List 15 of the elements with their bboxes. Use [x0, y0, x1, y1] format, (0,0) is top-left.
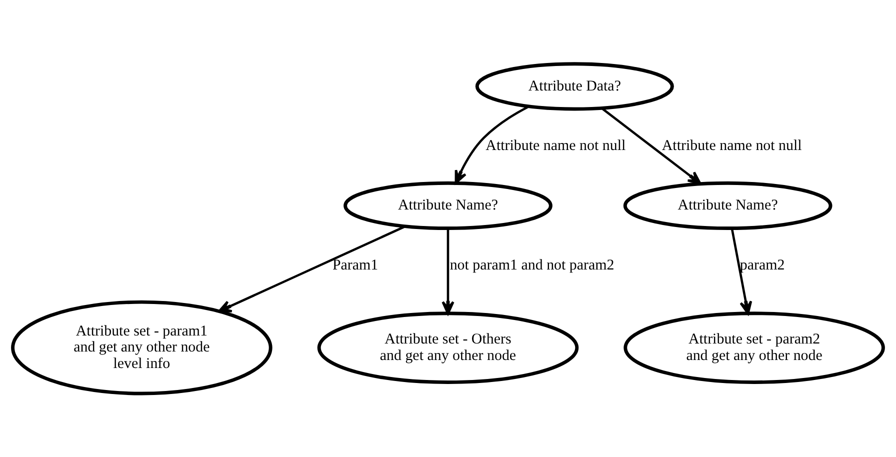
- arrow: [601, 108, 702, 185]
- edge-label: Param1: [332, 257, 378, 274]
- arrow: [442, 228, 454, 315]
- node-ellipse: Attribute set - Others and get any other node: [317, 312, 579, 384]
- arrow: [454, 106, 530, 184]
- edge-label: Attribute name not null: [662, 138, 802, 154]
- arrow: [218, 225, 406, 312]
- edge-label: param2: [740, 257, 785, 274]
- edge-label: Attribute name not null: [486, 138, 626, 154]
- node-ellipse: Attribute Name?: [623, 181, 832, 230]
- arrow: [730, 228, 752, 315]
- edge-label: not param1 and not param2: [450, 257, 614, 274]
- node-ellipse: Attribute Name?: [344, 181, 552, 230]
- node-ellipse: Attribute Data?: [475, 62, 674, 111]
- node-ellipse: Attribute set - param2 and get any other node: [624, 312, 885, 384]
